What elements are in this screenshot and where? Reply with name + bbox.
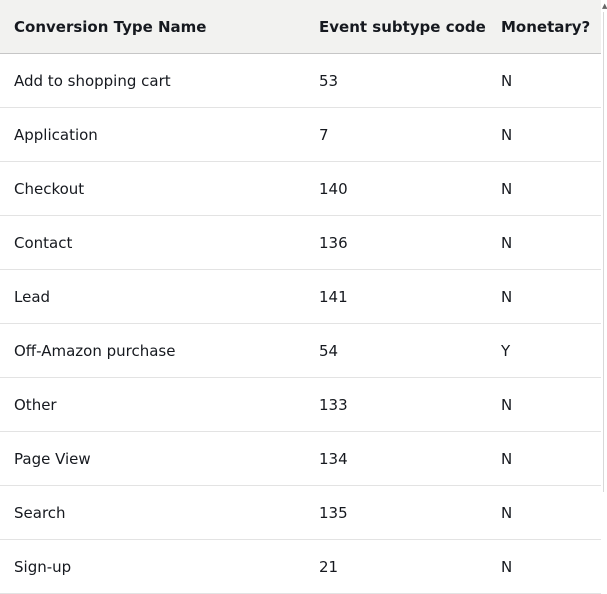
cell-conversion-type-name: Application [0,107,305,162]
cell-conversion-type-name: Add to shopping cart [0,53,305,108]
cell-event-subtype-code: 21 [305,539,487,594]
cell-conversion-type-name: Off-Amazon purchase [0,323,305,378]
header-event-subtype-code: Event subtype code [305,0,487,54]
cell-monetary: N [487,107,601,162]
cell-conversion-type-name: Sign-up [0,539,305,594]
cell-event-subtype-code: 141 [305,269,487,324]
cell-monetary: Y [487,323,601,378]
header-conversion-type-name: Conversion Type Name [0,0,305,54]
cell-conversion-type-name: Contact [0,215,305,270]
cell-conversion-type-name: Page View [0,431,305,486]
table-header-row: Conversion Type Name Event subtype code … [0,0,601,54]
cell-event-subtype-code: 134 [305,431,487,486]
cell-event-subtype-code: 7 [305,107,487,162]
cell-event-subtype-code: 140 [305,161,487,216]
cell-monetary: N [487,269,601,324]
cell-conversion-type-name: Lead [0,269,305,324]
cell-event-subtype-code: 133 [305,377,487,432]
cell-monetary: N [487,215,601,270]
cell-monetary: N [487,485,601,540]
header-monetary: Monetary? [487,0,601,54]
cell-event-subtype-code: 136 [305,215,487,270]
cell-monetary: N [487,53,601,108]
cell-conversion-type-name: Other [0,377,305,432]
cell-monetary: N [487,539,601,594]
cell-monetary: N [487,377,601,432]
cell-monetary: N [487,161,601,216]
cell-event-subtype-code: 53 [305,53,487,108]
cell-event-subtype-code: 135 [305,485,487,540]
cell-event-subtype-code: 54 [305,323,487,378]
cell-conversion-type-name: Search [0,485,305,540]
scroll-up-arrow-icon[interactable]: ▲ [602,2,607,10]
cell-monetary: N [487,431,601,486]
scrollbar[interactable] [603,12,604,492]
cell-conversion-type-name: Checkout [0,161,305,216]
